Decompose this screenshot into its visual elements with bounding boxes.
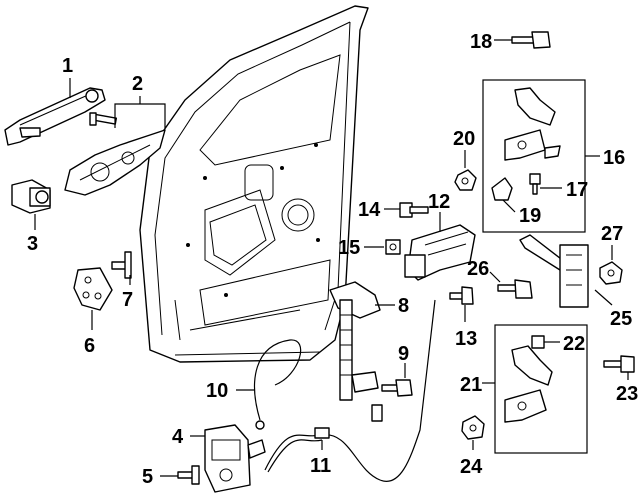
outside-handle [4,87,106,146]
bolt-18 [511,31,551,49]
latch-screw [177,465,200,485]
nut-20 [454,169,477,191]
handle-gasket [73,267,113,311]
clip-15 [385,239,401,255]
door-latch [204,424,266,493]
callout-23: 23 [616,383,638,405]
handle-bracket [64,129,166,196]
callout-9: 9 [398,343,409,365]
release-cable [264,299,436,482]
callout-3: 3 [27,233,38,255]
callout-22: 22 [563,333,585,355]
door-check [519,234,589,308]
handle-screw-13 [449,286,474,305]
nut-27 [599,261,623,285]
bracket-bolt [381,379,413,397]
lock-cylinder [11,179,51,214]
latch-rod [254,339,302,430]
callout-4: 4 [172,426,184,448]
callout-5: 5 [142,466,153,488]
callout-14: 14 [358,199,381,221]
handle-screw [89,112,118,126]
callout-11: 11 [310,455,331,477]
callout-18: 18 [470,31,492,53]
callout-20: 20 [453,128,475,150]
hinge-bolt-22 [531,335,545,349]
callout-12: 12 [428,191,450,213]
door-inner-panel [139,5,369,363]
callout-21: 21 [460,374,482,396]
stud-bolt [111,251,132,279]
hinge-bushing [491,177,513,201]
callout-27: 27 [601,223,623,245]
bolt-23 [603,355,635,373]
bolt-26 [497,279,533,299]
callout-15: 15 [338,237,360,259]
nut-24 [461,415,485,440]
inside-handle [404,224,476,281]
callout-1: 1 [62,55,73,77]
callout-26: 26 [467,258,489,280]
callout-7: 7 [122,289,133,311]
callout-17: 17 [566,179,588,201]
callout-19: 19 [519,205,541,227]
latch-bracket [329,281,381,401]
callout-25: 25 [610,308,632,330]
upper-hinge [504,87,561,161]
hinge-pin [529,173,541,195]
hinge-lower-box [494,324,588,454]
callout-8: 8 [398,295,409,317]
callout-16: 16 [603,147,625,169]
callout-6: 6 [84,335,95,357]
callout-13: 13 [455,328,477,350]
lower-hinge [504,345,553,423]
screw-14 [399,202,429,218]
callout-10: 10 [206,380,228,402]
callout-2: 2 [132,73,143,95]
callout-24: 24 [460,456,483,478]
